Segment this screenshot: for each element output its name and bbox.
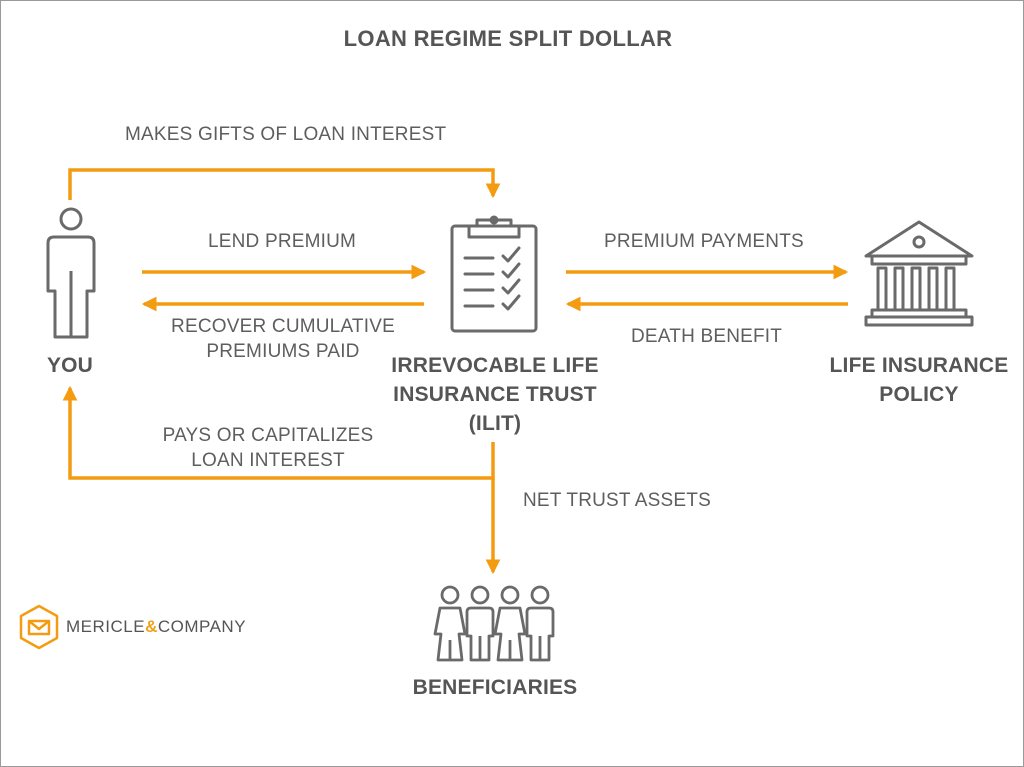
logo-wordmark: MERICLE&COMPANY <box>66 617 246 637</box>
logo-ampersand: & <box>145 617 158 636</box>
edge-label-lend: LEND PREMIUM <box>208 231 357 252</box>
node-ilit-label-line-2: INSURANCE TRUST <box>393 383 597 406</box>
arrow-pays <box>62 385 495 480</box>
bank-building-icon <box>864 220 974 327</box>
node-ilit-label-line-1: IRREVOCABLE LIFE <box>391 354 599 377</box>
hexagon-envelope-icon <box>19 604 59 650</box>
person-icon <box>46 207 96 339</box>
arrow-gifts <box>68 168 501 200</box>
group-of-people-icon <box>433 585 555 662</box>
edge-label-death-benefit: DEATH BENEFIT <box>631 326 783 347</box>
node-you-label: YOU <box>46 354 94 377</box>
logo-suffix: COMPANY <box>157 617 247 636</box>
edge-label-net-trust-assets: NET TRUST ASSETS <box>523 490 711 511</box>
logo-prefix: MERICLE <box>66 617 146 636</box>
edge-label-recover-line-1: RECOVER CUMULATIVE <box>171 316 395 337</box>
edge-label-premium-payments: PREMIUM PAYMENTS <box>604 231 804 252</box>
node-ilit-label-line-3: (ILIT) <box>468 412 522 435</box>
node-policy-label-line-1: LIFE INSURANCE <box>829 354 1009 377</box>
node-beneficiaries-label: BENEFICIARIES <box>412 676 578 699</box>
edge-label-pays-line-1: PAYS OR CAPITALIZES <box>162 425 374 446</box>
node-policy-label-line-2: POLICY <box>879 383 959 406</box>
clipboard-checklist-icon <box>450 215 538 333</box>
edge-label-recover-line-2: PREMIUMS PAID <box>206 341 360 362</box>
diagram-title: LOAN REGIME SPLIT DOLLAR <box>343 26 673 51</box>
edge-label-gifts: MAKES GIFTS OF LOAN INTEREST <box>125 124 447 145</box>
edge-label-pays-line-2: LOAN INTEREST <box>191 450 345 471</box>
